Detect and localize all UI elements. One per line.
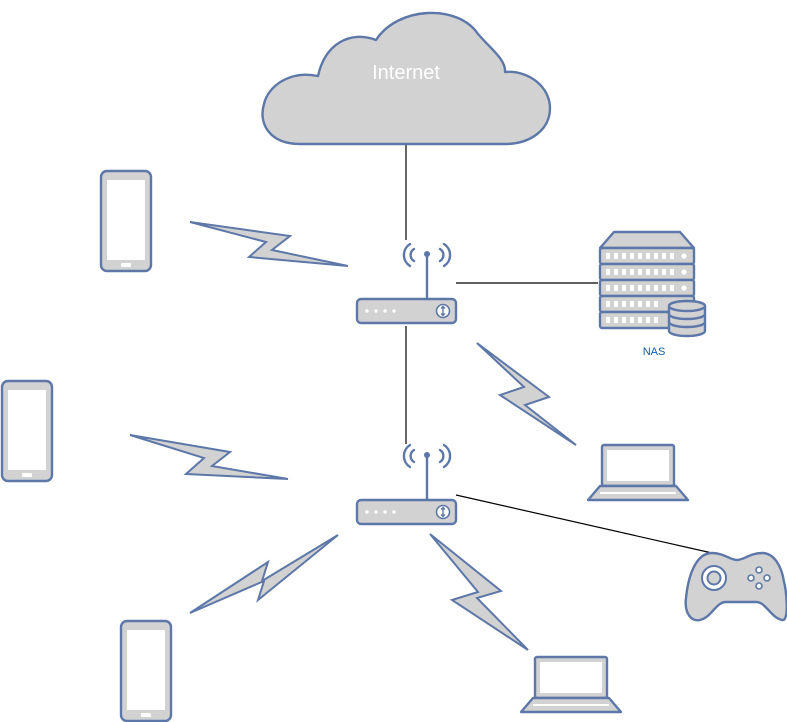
internet-cloud: Internet — [261, 11, 552, 146]
wireless-bolt-phone-1 — [189, 221, 349, 267]
link-router-2-gamepad — [455, 494, 713, 554]
router-1 — [355, 242, 458, 325]
nas-server-icon: NAS — [598, 230, 707, 358]
laptop-1 — [586, 443, 690, 502]
smartphone-1 — [99, 169, 153, 273]
wireless-bolt-laptop-2 — [429, 533, 529, 651]
smartphone-2 — [0, 379, 54, 483]
laptop-2 — [519, 655, 623, 714]
internet-label: Internet — [372, 62, 440, 84]
smartphone-3 — [119, 619, 173, 722]
router-2 — [355, 443, 458, 526]
wireless-bolt-laptop-1 — [476, 342, 577, 446]
nas-label: NAS — [643, 346, 666, 358]
wireless-bolt-phone-3 — [189, 534, 339, 614]
wireless-bolt-phone-2 — [129, 434, 289, 480]
gamepad-icon — [684, 551, 787, 622]
